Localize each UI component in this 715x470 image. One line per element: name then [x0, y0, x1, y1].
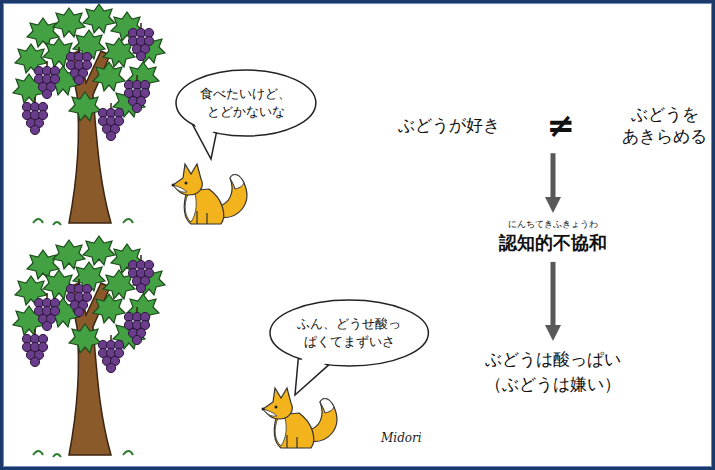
statement-text: ぶどうは酸っぱい [485, 347, 621, 372]
grape-tree [13, 4, 165, 225]
signature: Midori [381, 431, 422, 445]
illustration [3, 3, 715, 470]
flow-arrow [551, 262, 556, 325]
node-layer: 食べたいけど、 とどかないなぶどうが好き ≠ ぶどうを あきらめるにんちてきふきょう… [3, 3, 715, 470]
grape-tree [13, 236, 165, 457]
bubble-outline [269, 299, 429, 367]
speech-text: ふん、どうせ酸っ ぱくてまずいさ [297, 315, 402, 350]
fox [172, 164, 247, 224]
concept-text: にんちてきふきょうわ認知的不協和 [499, 219, 607, 256]
contradiction-row: ぶどうが好き ≠ ぶどうを あきらめる [398, 103, 708, 147]
bubble-outline [175, 69, 317, 137]
statement-text: 認知的不協和 [499, 230, 607, 256]
statement-text: ぶどうを あきらめる [621, 103, 708, 147]
result-text: ぶどうは酸っぱい（ぶどうは嫌い） [485, 347, 621, 396]
not-equal-sign: ≠ [546, 108, 575, 142]
flow-arrow [551, 153, 556, 197]
statement-text: ぶどうが好き [398, 114, 500, 136]
speech-text: 食べたいけど、 とどかないな [200, 85, 292, 120]
statement-text: にんちてきふきょうわ [508, 219, 598, 230]
connector-layer [3, 3, 715, 470]
fox [262, 388, 337, 448]
speech-bubble: ふん、どうせ酸っ ぱくてまずいさ [269, 299, 429, 367]
statement-text: （ぶどうは嫌い） [485, 372, 621, 397]
speech-bubble: 食べたいけど、 とどかないな [175, 69, 317, 137]
